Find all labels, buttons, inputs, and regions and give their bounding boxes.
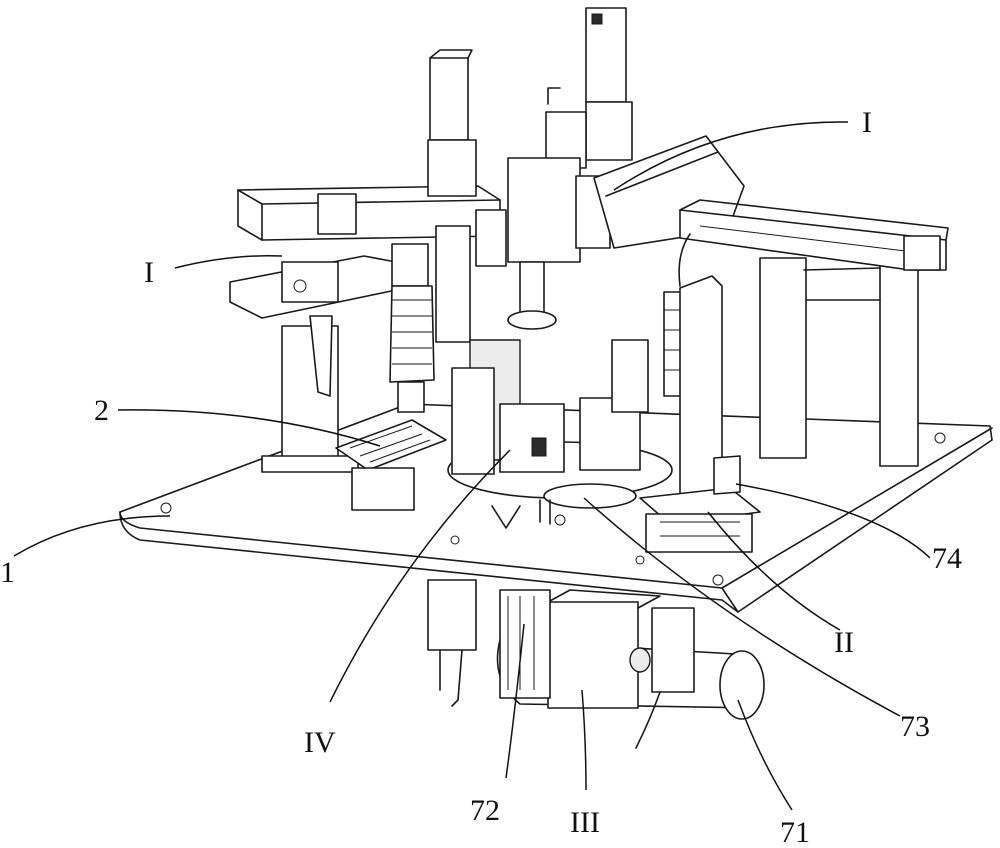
leader-II — [707, 511, 841, 631]
leader-74 — [735, 483, 931, 559]
leader-lines — [13, 121, 931, 811]
leader-71 — [737, 699, 793, 811]
label-IV: IV — [304, 726, 336, 759]
label-74: 74 — [932, 542, 962, 575]
leader-1 — [13, 515, 171, 557]
label-2: 2 — [94, 394, 109, 427]
leader-I-left — [174, 255, 283, 269]
leader-72 — [505, 623, 525, 779]
leader-III — [581, 689, 587, 791]
leader-I-right — [613, 121, 849, 191]
slide-station-II — [639, 455, 761, 553]
tray-station-2 — [335, 419, 447, 511]
leader-IV — [329, 449, 511, 703]
leader-2 — [117, 409, 381, 447]
column-center — [507, 7, 633, 330]
lower-actuator-right — [635, 607, 695, 749]
column-left — [389, 49, 477, 413]
rotary-table — [447, 339, 673, 529]
drive-72 — [499, 589, 551, 699]
label-III: III — [570, 806, 600, 839]
gantry-left — [229, 185, 507, 397]
label-72: 72 — [470, 794, 500, 827]
lower-actuator-left — [427, 579, 477, 707]
label-1: 1 — [0, 556, 15, 589]
label-I-right: I — [862, 106, 872, 139]
leader-73 — [583, 497, 901, 717]
label-73: 73 — [900, 710, 930, 743]
gantry-right — [593, 135, 949, 271]
label-II: II — [834, 626, 854, 659]
label-71: 71 — [780, 816, 810, 848]
reference-labels: I I 2 1 74 II 73 IV 72 III 71 — [0, 106, 962, 848]
label-I-left: I — [144, 256, 154, 289]
column-right-camera — [663, 233, 723, 495]
motor-block-III — [547, 589, 661, 709]
